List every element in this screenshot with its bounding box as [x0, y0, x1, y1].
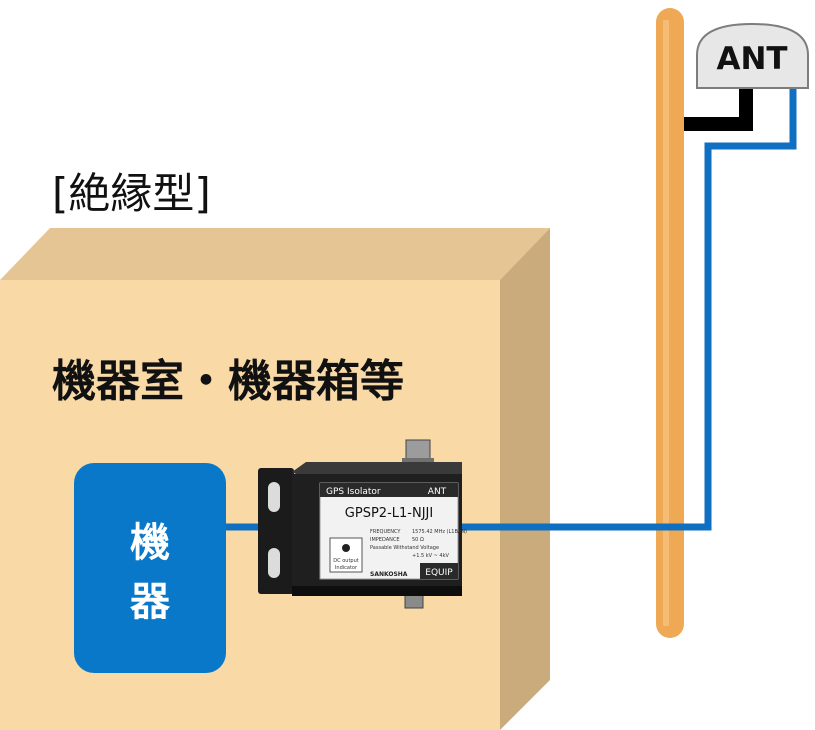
- device-spec-line1: FREQUENCY: [370, 529, 401, 535]
- device-indicator-line2: Indicator: [335, 565, 358, 571]
- antenna-pole: [656, 8, 684, 638]
- device-model: GPSP2-L1-NJJI: [345, 506, 433, 521]
- device-spec-value2: 50 Ω: [412, 537, 424, 543]
- antenna-label: ANT: [716, 41, 787, 77]
- gps-isolator-device: GPS Isolator ANT GPSP2-L1-NJJI FREQUENCY…: [258, 439, 467, 609]
- device-indicator-line1: DC output: [333, 558, 358, 564]
- device-bracket: [258, 468, 294, 594]
- device-spec-value3: +1.5 kV ~ 4kV: [412, 553, 449, 559]
- equipment-label-line2: 器: [130, 579, 171, 625]
- room-box-top: [0, 228, 550, 280]
- device-header: GPS Isolator: [326, 487, 381, 497]
- equipment-box: [74, 463, 226, 673]
- antenna-pole-highlight: [663, 20, 669, 626]
- room-box-side: [500, 228, 550, 730]
- device-port-bottom: EQUIP: [425, 568, 453, 578]
- antenna-ground-line: [684, 88, 753, 131]
- device-indicator-box: [329, 537, 363, 573]
- equipment-label-line1: 機: [130, 520, 170, 566]
- device-body-top: [292, 462, 462, 476]
- device-brand: SANKOSHA: [370, 571, 408, 578]
- device-spec-line2: IMPEDANCE: [370, 537, 400, 543]
- device-spec-line3: Passable Withstand Voltage: [370, 545, 439, 551]
- device-spec-value1: 1575.42 MHz (L1BAN): [412, 529, 467, 535]
- room-label: 機器室・機器箱等: [52, 356, 404, 407]
- antenna-dome: [696, 22, 809, 89]
- device-port-top: ANT: [428, 487, 447, 497]
- device-indicator-led: [342, 544, 350, 552]
- coax-cable: [462, 86, 797, 531]
- title: [絶縁型]: [52, 169, 211, 218]
